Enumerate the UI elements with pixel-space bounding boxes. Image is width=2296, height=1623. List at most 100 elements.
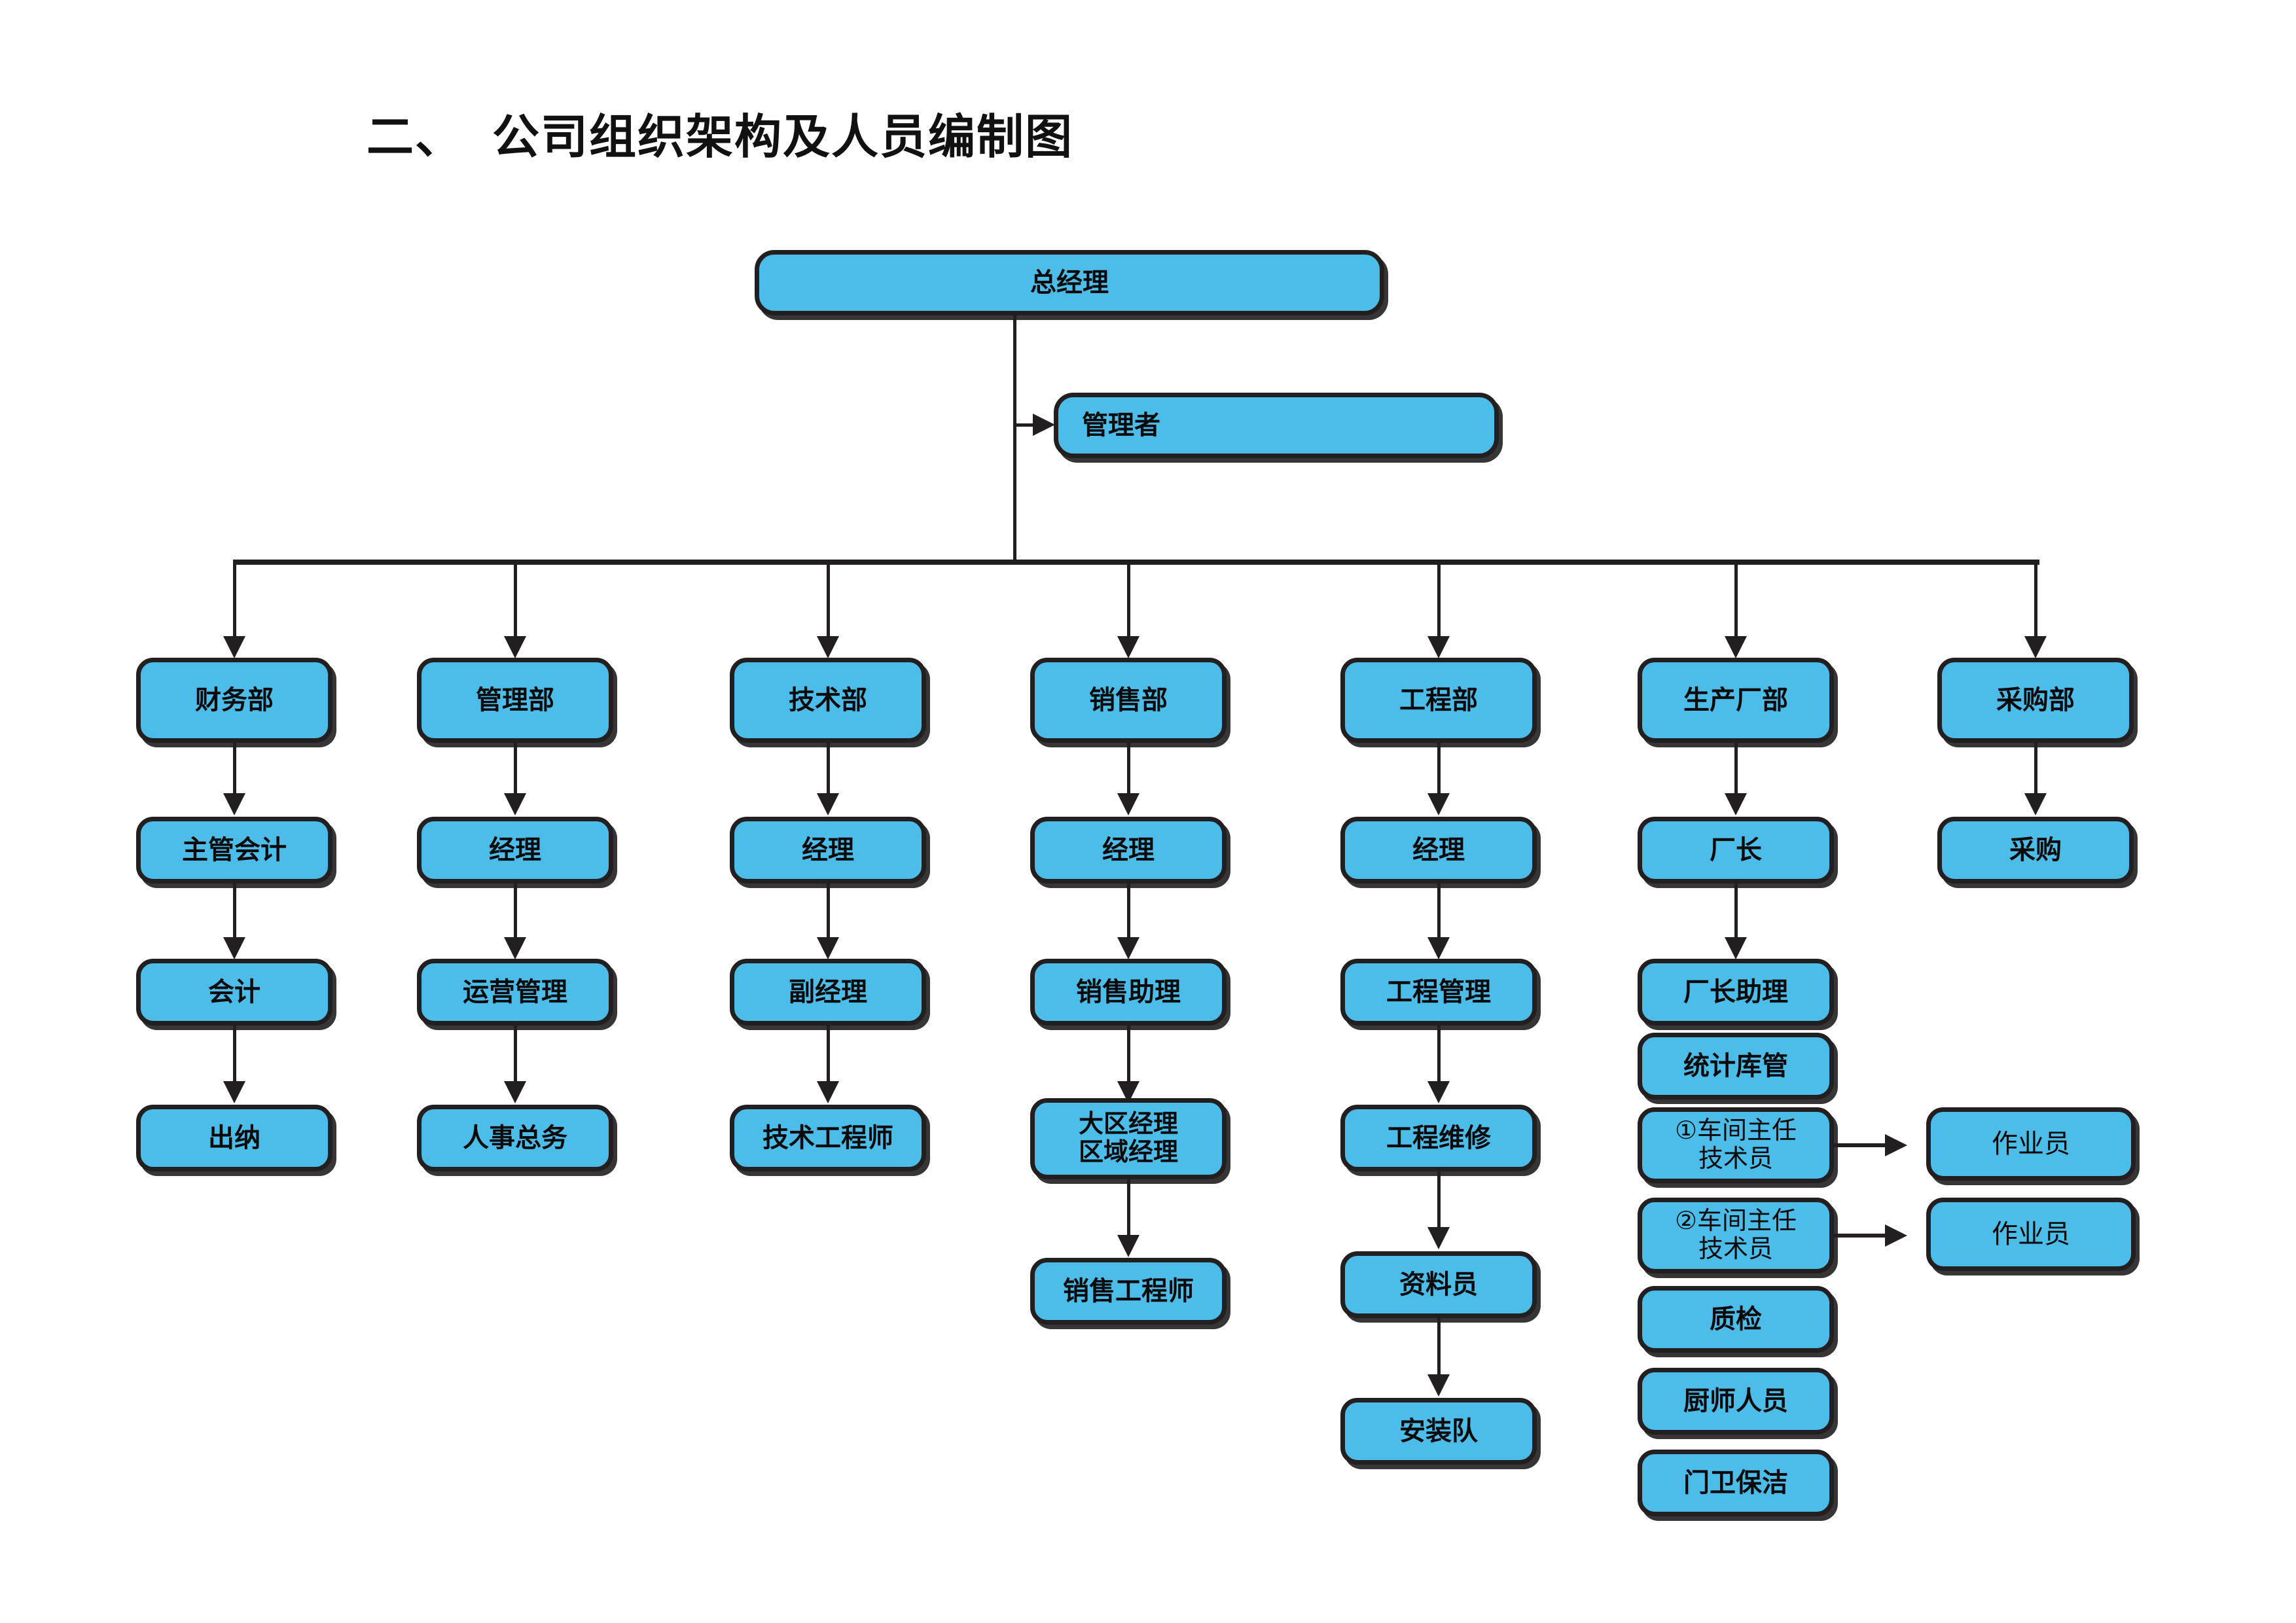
node-label: 财务部 xyxy=(195,685,274,715)
node-purchasing-buyer[interactable]: 采购 xyxy=(1937,817,2134,883)
page-title: 二、 公司组织架构及人员编制图 xyxy=(366,111,1073,164)
link-col3-r1-r2 xyxy=(827,743,830,795)
node-label: 总经理 xyxy=(1030,268,1109,297)
node-engineering-maintenance[interactable]: 工程维修 xyxy=(1340,1105,1537,1171)
node-label: 资料员 xyxy=(1399,1270,1478,1299)
drop-arrow-col2-icon xyxy=(504,636,526,658)
node-administration-operations[interactable]: 运营管理 xyxy=(417,959,613,1026)
node-technology-manager[interactable]: 经理 xyxy=(730,817,926,883)
node-label: 运营管理 xyxy=(463,977,567,1007)
node-finance-accountant[interactable]: 会计 xyxy=(136,959,332,1026)
node-label-line1: 大区经理 xyxy=(1078,1111,1178,1139)
node-label: 主管会计 xyxy=(182,835,287,865)
node-production-workshop-director-1[interactable]: ①车间主任 技术员 xyxy=(1638,1107,1834,1183)
drop-line-col3 xyxy=(827,561,830,638)
link-arrow-col1-r4-icon xyxy=(223,1081,245,1103)
link-col2-r1-r2 xyxy=(514,743,517,795)
node-engineering-management[interactable]: 工程管理 xyxy=(1340,959,1537,1026)
node-department-finance[interactable]: 财务部 xyxy=(136,658,332,743)
link-col5-r1-r2 xyxy=(1437,743,1441,795)
link-arrow-col5-r6-icon xyxy=(1427,1374,1450,1397)
drop-line-col4 xyxy=(1127,561,1130,638)
drop-line-col1 xyxy=(233,561,236,638)
link-col3-r3-r4 xyxy=(827,1026,830,1083)
node-label: 采购部 xyxy=(1996,685,2075,715)
node-production-operator-2[interactable]: 作业员 xyxy=(1926,1198,2136,1271)
node-sales-assistant[interactable]: 销售助理 xyxy=(1030,959,1227,1026)
node-engineering-manager[interactable]: 经理 xyxy=(1340,817,1537,883)
node-administration-hr-general-affairs[interactable]: 人事总务 xyxy=(417,1105,613,1171)
link-arrow-col6-r3-icon xyxy=(1725,937,1747,959)
node-label: 工程管理 xyxy=(1386,977,1491,1007)
trunk-line xyxy=(1013,315,1016,561)
node-production-operator-1[interactable]: 作业员 xyxy=(1926,1107,2136,1181)
node-department-administration[interactable]: 管理部 xyxy=(417,658,613,743)
node-department-purchasing[interactable]: 采购部 xyxy=(1937,658,2134,743)
node-label-line1: ②车间主任 xyxy=(1674,1207,1797,1236)
node-label: 作业员 xyxy=(1992,1129,2070,1158)
node-production-factory-director[interactable]: 厂长 xyxy=(1638,817,1834,883)
node-label: 经理 xyxy=(802,835,854,865)
node-finance-chief-accountant[interactable]: 主管会计 xyxy=(136,817,332,883)
drop-arrow-col5-icon xyxy=(1427,636,1450,658)
node-production-director-assistant[interactable]: 厂长助理 xyxy=(1638,959,1834,1026)
node-label: 管理者 xyxy=(1082,410,1160,440)
node-production-security-cleaning[interactable]: 门卫保洁 xyxy=(1638,1450,1834,1516)
node-label: 会计 xyxy=(208,977,260,1007)
node-label: 技术工程师 xyxy=(762,1123,893,1152)
drop-line-col5 xyxy=(1437,561,1441,638)
manager-branch-line xyxy=(1013,423,1046,427)
node-department-sales[interactable]: 销售部 xyxy=(1030,658,1227,743)
node-production-statistics-warehouse[interactable]: 统计库管 xyxy=(1638,1033,1834,1099)
node-production-quality-inspection[interactable]: 质检 xyxy=(1638,1286,1834,1353)
node-label: 销售助理 xyxy=(1076,977,1181,1007)
node-department-production[interactable]: 生产厂部 xyxy=(1638,658,1834,743)
node-engineering-document-clerk[interactable]: 资料员 xyxy=(1340,1251,1537,1318)
node-label: 质检 xyxy=(1710,1304,1762,1334)
node-label: 销售部 xyxy=(1089,685,1168,715)
node-administration-manager[interactable]: 经理 xyxy=(417,817,613,883)
node-label: 工程维修 xyxy=(1386,1123,1491,1152)
link-arrow-col4-r2-icon xyxy=(1117,793,1139,815)
node-label: 经理 xyxy=(1102,835,1155,865)
node-label: 销售工程师 xyxy=(1063,1276,1194,1306)
node-department-technology[interactable]: 技术部 xyxy=(730,658,926,743)
drop-arrow-col6-icon xyxy=(1725,636,1747,658)
link-arrow-col5-r2-icon xyxy=(1427,793,1450,815)
node-label: 技术部 xyxy=(789,685,867,715)
node-label: 副经理 xyxy=(789,977,867,1007)
node-general-manager[interactable]: 总经理 xyxy=(755,250,1384,315)
node-label: 经理 xyxy=(489,835,541,865)
node-production-workshop-director-2[interactable]: ②车间主任 技术员 xyxy=(1638,1198,1834,1274)
node-label: 管理部 xyxy=(476,685,554,715)
node-manager[interactable]: 管理者 xyxy=(1054,393,1499,458)
link-arrow-col7-r2-icon xyxy=(2024,793,2047,815)
node-technology-deputy-manager[interactable]: 副经理 xyxy=(730,959,926,1026)
node-label: 厂长 xyxy=(1710,835,1762,865)
node-sales-engineer[interactable]: 销售工程师 xyxy=(1030,1258,1227,1325)
link-col6-r1-r2 xyxy=(1734,743,1738,795)
link-col2-r3-r4 xyxy=(514,1026,517,1083)
link-arrow-col4-r3-icon xyxy=(1117,937,1139,959)
link-col2-r2-r3 xyxy=(514,883,517,939)
node-label-line2: 区域经理 xyxy=(1078,1139,1178,1166)
node-sales-regional-manager[interactable]: 大区经理 区域经理 xyxy=(1030,1098,1227,1179)
link-col1-r3-r4 xyxy=(233,1026,236,1083)
link-arrow-col3-r3-icon xyxy=(817,937,839,959)
node-production-kitchen-staff[interactable]: 厨师人员 xyxy=(1638,1368,1834,1435)
link-arrow-col5-r5-icon xyxy=(1427,1227,1450,1249)
node-technology-engineer[interactable]: 技术工程师 xyxy=(730,1105,926,1171)
node-department-engineering[interactable]: 工程部 xyxy=(1340,658,1537,743)
node-label: 人事总务 xyxy=(463,1123,567,1152)
link-workshop1-operator-arrow-icon xyxy=(1885,1134,1907,1156)
node-label: 厨师人员 xyxy=(1683,1386,1788,1416)
node-sales-manager[interactable]: 经理 xyxy=(1030,817,1227,883)
node-label-line2: 技术员 xyxy=(1698,1145,1773,1173)
link-col5-r2-r3 xyxy=(1437,883,1441,939)
node-engineering-installation-team[interactable]: 安装队 xyxy=(1340,1398,1537,1465)
node-finance-cashier[interactable]: 出纳 xyxy=(136,1105,332,1171)
link-arrow-col3-r4-icon xyxy=(817,1081,839,1103)
node-label-line2: 技术员 xyxy=(1698,1236,1773,1263)
link-col1-r1-r2 xyxy=(233,743,236,795)
link-col5-r3-r4 xyxy=(1437,1026,1441,1083)
